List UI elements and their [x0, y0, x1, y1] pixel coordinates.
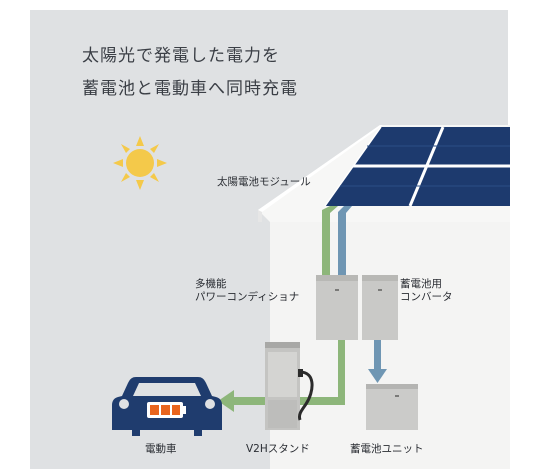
heading-line-1: 太陽光で発電した電力を	[82, 46, 280, 66]
label-battery-unit: 蓄電池ユニット	[350, 443, 424, 455]
label-solar-module: 太陽電池モジュール	[217, 176, 311, 188]
label-pcs-line-2: パワーコンディショナ	[195, 291, 300, 303]
label-ev: 電動車	[145, 443, 177, 455]
blue-power-flow	[338, 206, 387, 383]
v2h-stand	[265, 342, 314, 430]
heading-line-2: 蓄電池と電動車へ同時充電	[82, 79, 298, 99]
solar-module-array	[324, 126, 510, 207]
label-converter-line-2: コンバータ	[400, 291, 453, 303]
label-pcs-line-1: 多機能	[195, 278, 227, 290]
label-converter-line-1: 蓄電池用	[400, 278, 442, 290]
battery-level-icon	[147, 402, 186, 418]
sun-icon	[113, 136, 167, 190]
label-v2h-stand: V2Hスタンド	[246, 443, 310, 455]
battery-storage-unit	[366, 384, 418, 430]
power-conditioner-unit	[316, 275, 358, 340]
battery-converter-unit	[362, 275, 398, 340]
